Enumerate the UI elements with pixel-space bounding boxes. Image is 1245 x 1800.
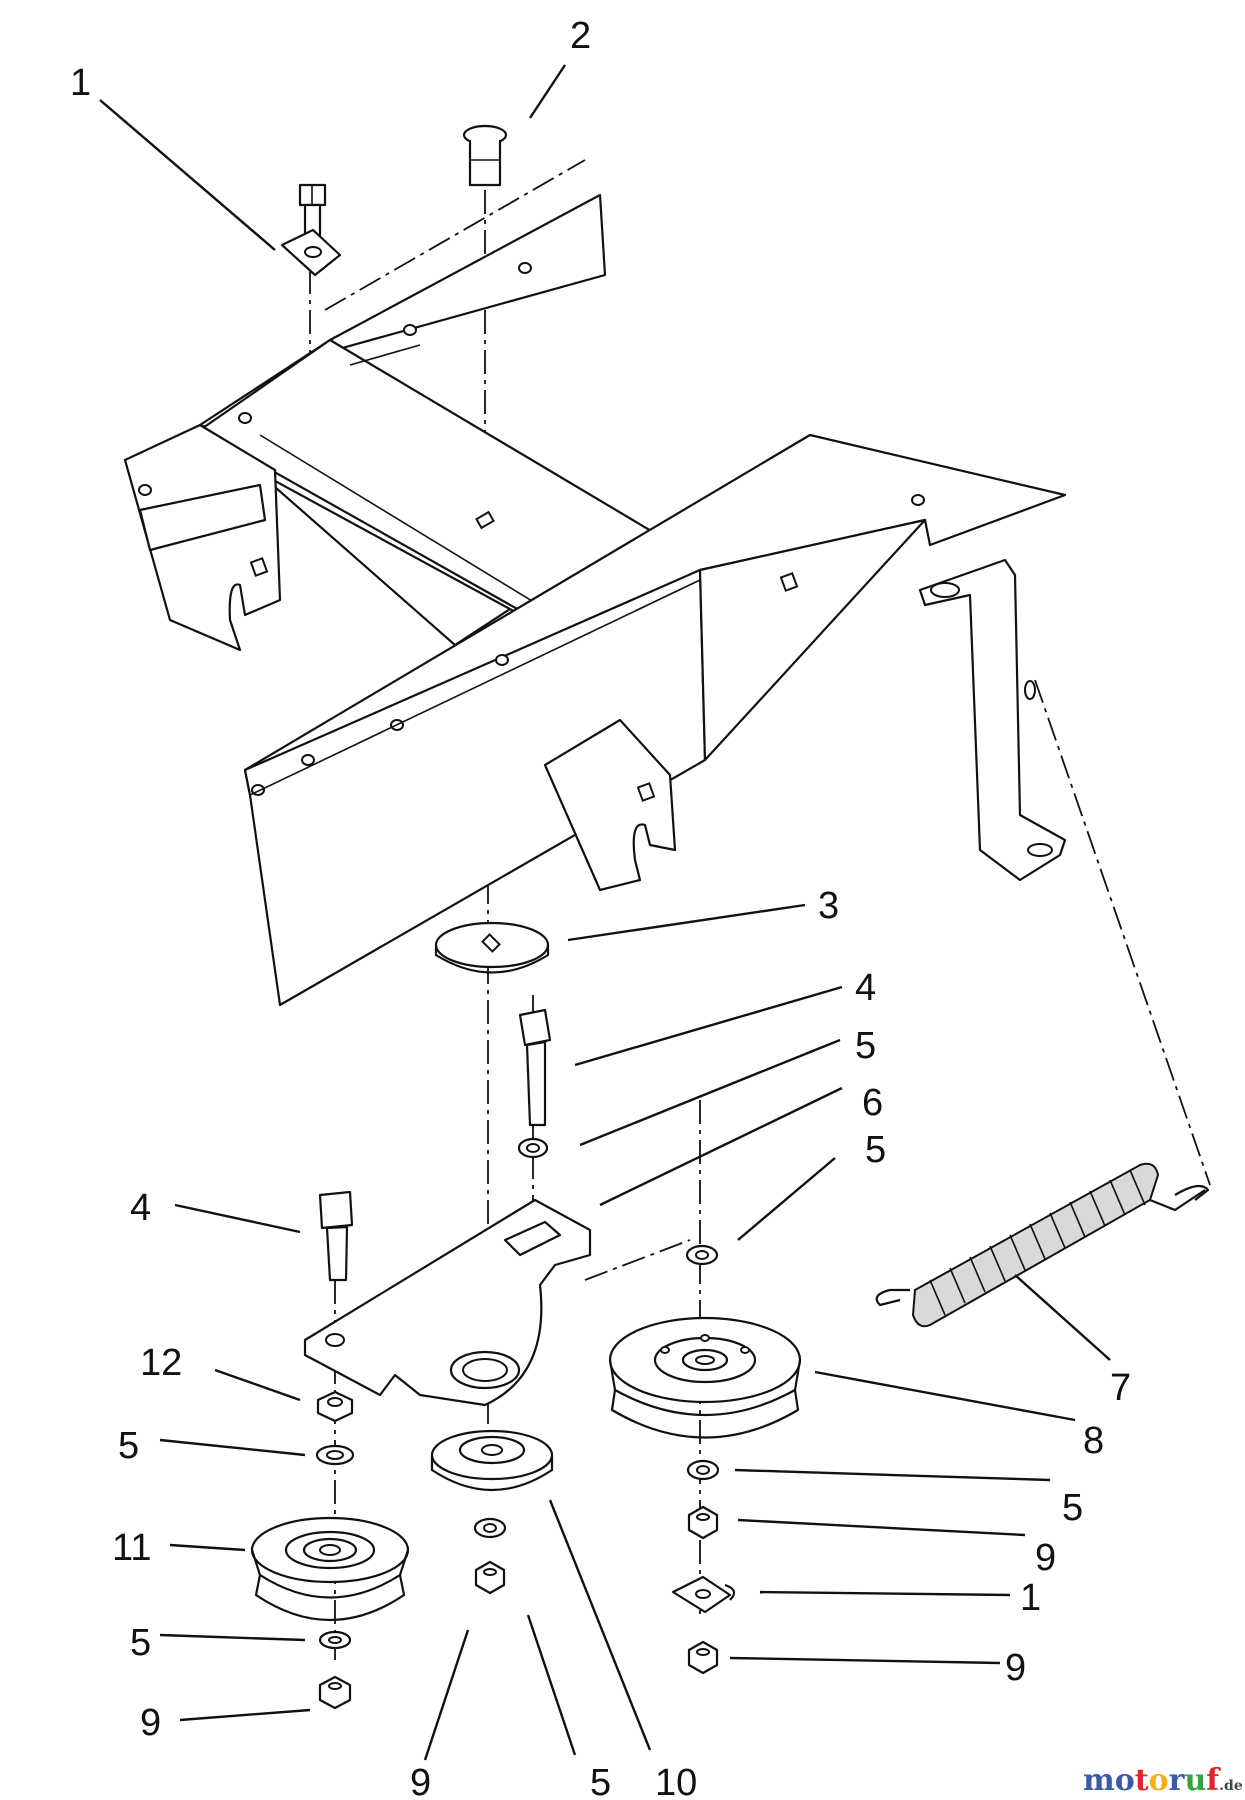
flat-washer-upper (517, 1137, 549, 1159)
callout-5-upper: 5 (855, 1025, 876, 1067)
callout-9-right-lower: 9 (1005, 1647, 1026, 1689)
watermark-suffix: .de (1219, 1778, 1243, 1794)
flat-idler-pulley (430, 1429, 554, 1492)
main-deck-frame (243, 433, 1067, 1007)
callout-5-left-lower: 5 (130, 1622, 151, 1664)
watermark-letter: o (1115, 1763, 1135, 1798)
v-idler-pulley-left (250, 1516, 410, 1621)
flat-washer-right-mid (686, 1459, 720, 1481)
callout-4-upper: 4 (855, 967, 876, 1009)
callout-numbers: 1 2 3 4 5 6 5 4 7 12 8 5 5 9 11 1 5 9 9 … (70, 15, 1131, 1800)
flat-washer-left-lower (318, 1630, 352, 1650)
callout-10: 10 (655, 1762, 697, 1800)
callout-2: 2 (570, 15, 591, 57)
callout-5-right-top: 5 (865, 1129, 886, 1171)
left-deck-bracket (123, 423, 282, 652)
nut-left-lower (318, 1675, 352, 1710)
svg-text:motoruf.de: motoruf.de (1083, 1763, 1243, 1798)
callout-3: 3 (818, 885, 839, 927)
callout-4-lower: 4 (130, 1187, 151, 1229)
large-washer (434, 921, 550, 974)
callout-5-bottom: 5 (590, 1762, 611, 1800)
watermark-letter: r (1169, 1763, 1186, 1798)
lock-tab-lower (671, 1575, 736, 1614)
callout-7: 7 (1110, 1367, 1131, 1409)
callout-9-right-mid: 9 (1035, 1537, 1056, 1579)
watermark-letter: u (1184, 1763, 1206, 1798)
watermark-letter: t (1135, 1763, 1149, 1798)
callout-12: 12 (140, 1342, 182, 1384)
nut-under-flat-pulley (474, 1560, 506, 1595)
callout-9-bottom: 9 (410, 1762, 431, 1800)
callout-6: 6 (862, 1082, 883, 1124)
callout-1-lower: 1 (1020, 1577, 1041, 1619)
idler-arm (303, 1198, 592, 1407)
nut-right-lower (687, 1640, 719, 1675)
callout-11: 11 (112, 1527, 151, 1569)
hex-bolt-upper (518, 1008, 552, 1127)
motoruf-watermark-logo: motoruf.de (1083, 1763, 1243, 1798)
callout-5-left-upper: 5 (118, 1425, 139, 1467)
callout-9-left-lower: 9 (140, 1702, 161, 1744)
callout-1-top: 1 (70, 62, 91, 104)
callout-5-right-mid: 5 (1062, 1487, 1083, 1529)
spring-hanger-bracket (918, 558, 1067, 882)
flat-washer-left-upper (315, 1444, 355, 1466)
spring-coils (929, 1169, 1146, 1316)
v-idler-pulley-right (608, 1316, 802, 1439)
spacer-12 (316, 1390, 354, 1423)
extension-spring (875, 1162, 1210, 1328)
nut-right-mid (687, 1505, 719, 1540)
watermark-letter: o (1149, 1763, 1169, 1798)
washer-under-flat-pulley (473, 1517, 507, 1539)
leader-lines (99, 64, 1111, 1761)
watermark-letter: m (1083, 1763, 1115, 1798)
hex-bolt-lower (318, 1190, 354, 1282)
flat-washer-right-top (685, 1244, 719, 1266)
callout-8: 8 (1083, 1420, 1104, 1462)
carriage-bolt (462, 124, 508, 187)
watermark-letter: f (1206, 1763, 1221, 1798)
lock-tab-top (280, 228, 342, 277)
